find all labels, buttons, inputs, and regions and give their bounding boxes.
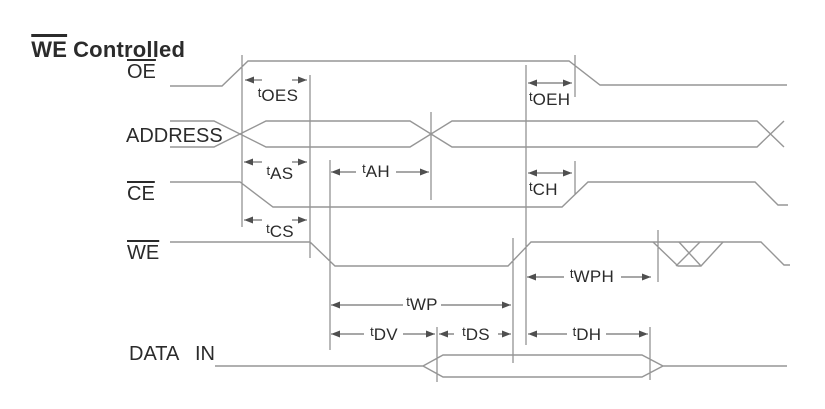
timing-label-tch: tCH — [529, 179, 558, 199]
dimension-arrows — [244, 76, 651, 338]
we-dont-care-hatch — [652, 241, 724, 267]
timing-label-tds: tDS — [462, 324, 490, 344]
timing-label-tdh: tDH — [572, 324, 602, 344]
reference-tick-lines — [241, 55, 659, 382]
signal-label-data-in: DATA IN — [129, 343, 215, 365]
oe-waveform — [170, 60, 787, 87]
signal-label-we: WE — [127, 242, 160, 264]
address-waveform-rail-b — [170, 120, 785, 148]
timing-label-toeh: tOEH — [529, 89, 571, 109]
waveforms — [170, 60, 790, 378]
we-waveform — [170, 241, 790, 267]
timing-label-twp: tWP — [406, 294, 438, 314]
timing-label-tas: tAS — [266, 163, 294, 183]
timing-label-toes: tOES — [257, 85, 299, 105]
timing-label-tdv: tDV — [370, 324, 398, 344]
signal-label-address: ADDRESS — [126, 125, 223, 147]
page-title-rest: Controlled — [73, 37, 186, 62]
timing-label-twph: tWPH — [569, 266, 615, 286]
address-waveform-rail-a — [170, 120, 785, 148]
ce-waveform — [170, 181, 788, 208]
timing-label-tah: tAH — [362, 161, 390, 181]
signal-label-ce: CE — [127, 183, 155, 205]
timing-label-tcs: tCS — [266, 221, 294, 241]
page-title-overlined-part: WE — [31, 37, 68, 62]
data-in-waveform — [215, 354, 787, 378]
signal-label-oe: OE — [127, 61, 156, 83]
